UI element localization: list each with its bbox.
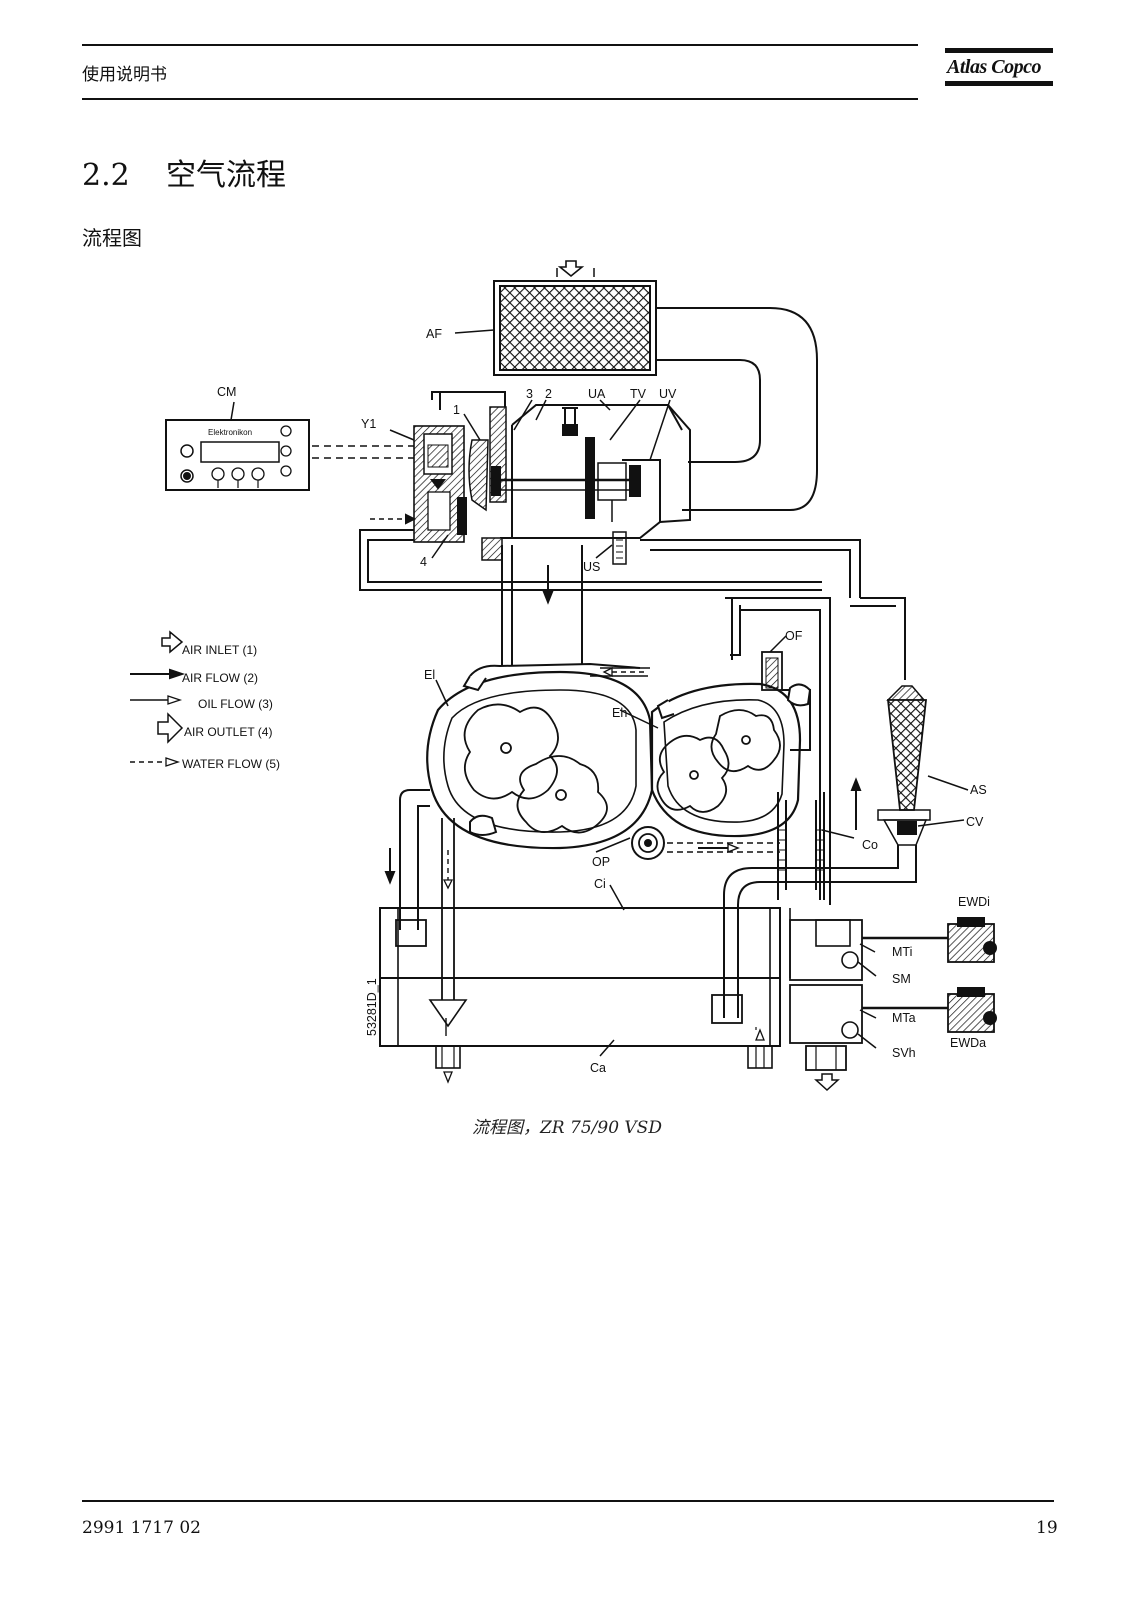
legend-label-air-flow: AIR FLOW (2) <box>182 671 258 685</box>
flow-diagram: AF CM Elektronikon Y1 1 3 2 UA TV UV 4 U… <box>0 250 1131 1114</box>
label-sm: SM <box>892 972 911 986</box>
el-rotors <box>463 703 608 834</box>
water-pipe-loop <box>359 529 822 591</box>
label-1: 1 <box>453 403 460 417</box>
section-number: 2.2 <box>82 158 130 193</box>
label-drawing-code: 53281D_1 <box>365 978 379 1036</box>
air-outlet-arrow-icon <box>814 1073 840 1092</box>
controller-stop-icon <box>180 469 194 483</box>
label-as: AS <box>970 783 987 797</box>
controller-display <box>200 441 280 463</box>
eh-rotors <box>656 709 781 813</box>
sensor-svh <box>841 1021 859 1039</box>
duct-outer <box>656 307 818 511</box>
doc-number: 2991 1717 02 <box>82 1518 201 1538</box>
label-ca: Ca <box>590 1061 606 1075</box>
high-pressure-element-eh <box>650 682 802 838</box>
label-el: El <box>424 668 435 682</box>
drain-ewdi-icon <box>947 917 997 963</box>
label-uv: UV <box>659 387 677 401</box>
legend-label-oil-flow: OIL FLOW (3) <box>198 697 273 711</box>
separator-as <box>886 699 928 811</box>
label-ua: UA <box>588 387 606 401</box>
diagram-labels: AF CM Elektronikon Y1 1 3 2 UA TV UV 4 U… <box>182 327 990 1075</box>
oil-filter-of <box>761 651 783 691</box>
disc-center <box>585 437 595 519</box>
leader-lines <box>230 329 969 1057</box>
oil-pipe-upper <box>640 539 861 598</box>
controller-cm <box>165 419 310 491</box>
sensor-sm <box>841 951 859 969</box>
legend-air-outlet-icon <box>157 712 184 744</box>
cooler-header-lower <box>789 984 863 1044</box>
manual-title: 使用说明书 <box>82 65 167 85</box>
label-mti: MTi <box>892 945 912 959</box>
header-top-rule <box>82 44 918 46</box>
label-mta: MTa <box>892 1011 916 1025</box>
label-y1: Y1 <box>361 417 376 431</box>
label-op: OP <box>592 855 610 869</box>
label-of: OF <box>785 629 803 643</box>
inlet-loop <box>439 391 506 416</box>
low-pressure-element-el <box>426 670 654 850</box>
legend-label-air-outlet: AIR OUTLET (4) <box>184 725 272 739</box>
header-bottom-rule <box>82 98 918 100</box>
water-port-right <box>747 1045 773 1069</box>
label-cm: CM <box>217 385 236 399</box>
logo-text: Atlas Copco <box>947 56 1041 78</box>
label-ewdi: EWDi <box>958 895 990 909</box>
oil-pump-op <box>631 826 665 860</box>
signal-lines <box>312 445 414 459</box>
label-tv: TV <box>630 387 647 401</box>
page-number: 19 <box>1036 1518 1058 1538</box>
oil-cooler-co <box>777 792 825 900</box>
label-2: 2 <box>545 387 552 401</box>
check-valve-cv <box>897 821 917 835</box>
label-eh: Eh <box>612 706 627 720</box>
atlas-copco-logo: Atlas Copco <box>945 48 1053 86</box>
intercooler-ci <box>379 907 781 979</box>
water-port-left <box>435 1045 461 1069</box>
legend-label-air-inlet: AIR INLET (1) <box>182 643 257 657</box>
label-3: 3 <box>526 387 533 401</box>
air-filter-element <box>499 285 651 371</box>
separator-top <box>886 685 926 701</box>
figure-caption: 流程图，ZR 75/90 VSD <box>472 1118 662 1138</box>
label-svh: SVh <box>892 1046 916 1060</box>
legend-air-inlet-icon <box>161 630 184 654</box>
legend-oil-flow-icon <box>167 695 183 705</box>
discharge-duct <box>501 545 583 665</box>
label-ci: Ci <box>594 877 606 891</box>
us-sensor <box>612 531 627 565</box>
oil-pipe-vertical <box>730 598 741 660</box>
legend-air-flow-icon <box>169 668 186 680</box>
disc-right <box>629 465 641 497</box>
label-af: AF <box>426 327 442 341</box>
section-heading: 2.2 空气流程 <box>82 150 286 194</box>
outlet-pipe <box>723 845 899 1018</box>
air-inlet-arrow-icon <box>556 260 595 278</box>
disc-left <box>491 466 501 496</box>
label-co: Co <box>862 838 878 852</box>
duct-inner <box>656 359 761 463</box>
legend-label-water-flow: WATER FLOW (5) <box>182 757 280 771</box>
legend-water-flow-icon <box>165 757 181 767</box>
drain-ewda-icon <box>947 987 997 1033</box>
aftercooler-ca <box>379 977 781 1047</box>
footer-rule <box>82 1500 1054 1502</box>
legend-symbols <box>130 630 186 767</box>
label-cv: CV <box>966 815 984 829</box>
label-4: 4 <box>420 555 427 569</box>
subheading: 流程图 <box>82 226 142 250</box>
controller-button-icon <box>180 444 194 458</box>
air-outlet-port <box>805 1045 847 1071</box>
label-ewda: EWDa <box>950 1036 986 1050</box>
section-title: 空气流程 <box>166 158 286 193</box>
label-us: US <box>583 560 600 574</box>
flow-diagram-svg: AF CM Elektronikon Y1 1 3 2 UA TV UV 4 U… <box>130 260 997 1092</box>
air-filter-frame <box>493 280 657 376</box>
label-cm-brand: Elektronikon <box>208 428 252 437</box>
el-outlet-pipe <box>399 789 430 930</box>
cooler-header-upper <box>789 919 863 981</box>
